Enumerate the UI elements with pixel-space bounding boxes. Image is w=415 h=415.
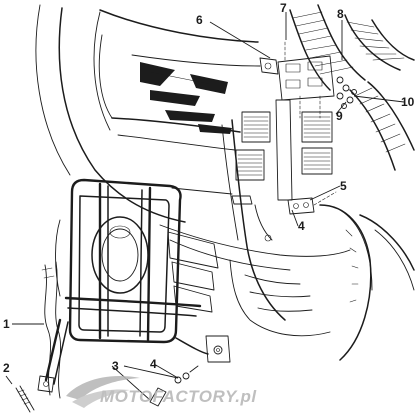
- watermark-text: MOTOFACTORY.pl: [100, 387, 257, 406]
- radiator-grilles: [235, 99, 333, 201]
- callout-leaders: [5, 12, 405, 401]
- callout-8: 8: [337, 7, 344, 21]
- callout-7: 7: [280, 1, 287, 15]
- callout-4-lower: 4: [150, 357, 157, 371]
- front-wheel: [319, 204, 415, 361]
- callout-1: 1: [3, 317, 10, 331]
- fairing-stripe-graphic: [140, 62, 232, 134]
- callout-10: 10: [401, 95, 415, 109]
- callout-5: 5: [340, 179, 347, 193]
- mounting-hardware: [15, 365, 199, 413]
- motorcycle-fairing: [35, 4, 351, 337]
- watermark-swoosh-icon: [66, 376, 140, 400]
- callout-3: 3: [112, 359, 119, 373]
- callout-4-upper: 4: [298, 219, 305, 233]
- callout-6: 6: [196, 13, 203, 27]
- mid-bracket-assembly: [231, 191, 337, 242]
- callout-2: 2: [3, 361, 10, 375]
- intake-hoses: [289, 4, 415, 171]
- top-bracket-assembly: [259, 39, 357, 119]
- motofactory-watermark: MOTOFACTORY.pl: [66, 376, 257, 408]
- headlight: [91, 216, 219, 313]
- crash-bar: [37, 178, 233, 393]
- callout-9: 9: [336, 109, 343, 123]
- callout-labels: 1 2 3 4 4 5 6 7 8 9 10: [3, 1, 415, 375]
